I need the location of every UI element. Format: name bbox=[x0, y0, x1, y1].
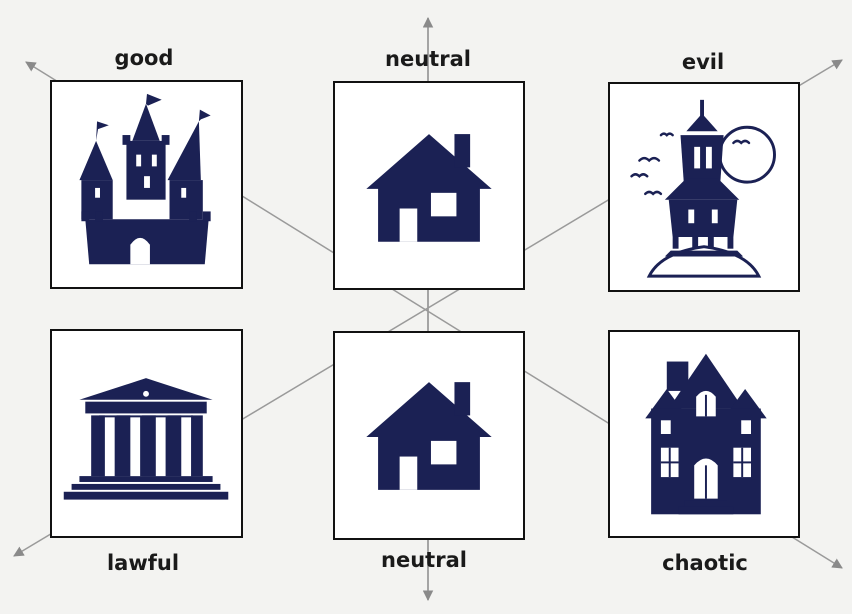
label-evil: evil bbox=[603, 50, 803, 74]
courthouse-icon bbox=[52, 331, 241, 536]
castle-icon bbox=[52, 82, 241, 287]
panel-good bbox=[50, 80, 243, 289]
label-lawful: lawful bbox=[43, 551, 243, 575]
victorian-house-icon bbox=[610, 332, 798, 536]
haunted-house-icon bbox=[610, 84, 798, 290]
label-neutral-bottom: neutral bbox=[324, 548, 524, 572]
panel-neutral-top bbox=[333, 81, 525, 290]
house-icon bbox=[335, 333, 523, 538]
panel-neutral-bottom bbox=[333, 331, 525, 540]
label-good: good bbox=[44, 46, 244, 70]
panel-lawful bbox=[50, 329, 243, 538]
label-chaotic: chaotic bbox=[605, 551, 805, 575]
panel-evil bbox=[608, 82, 800, 292]
panel-chaotic bbox=[608, 330, 800, 538]
label-neutral-top: neutral bbox=[328, 47, 528, 71]
house-icon bbox=[335, 83, 523, 288]
